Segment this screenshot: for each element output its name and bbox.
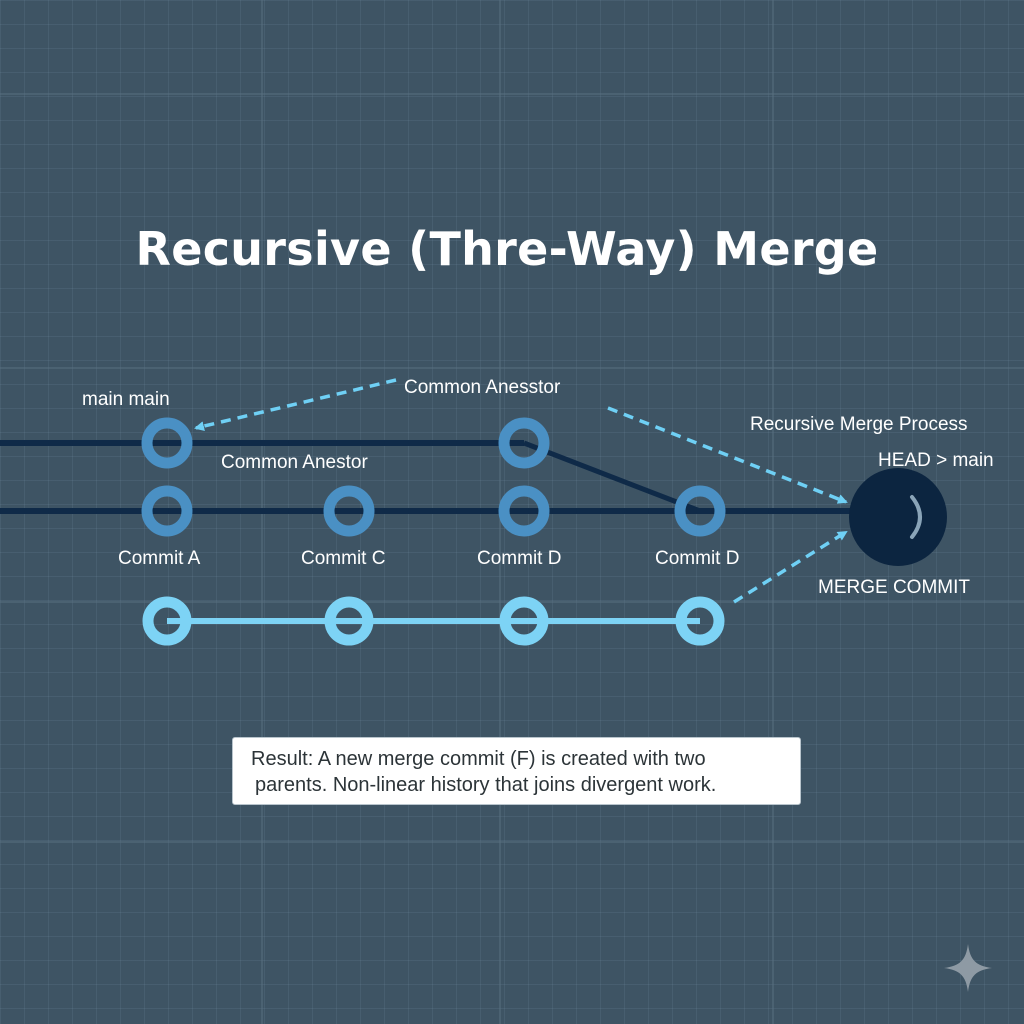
feature-commit-node[interactable] [675, 596, 725, 646]
commit-d-label-2: Commit D [655, 548, 740, 569]
commit-node[interactable] [141, 417, 193, 469]
commit-node[interactable] [498, 417, 550, 469]
page-title: Recursive (Thre-Way) Merge [135, 222, 879, 276]
commit-node[interactable] [498, 485, 550, 537]
feature-commit-node[interactable] [142, 596, 192, 646]
feature-merge-arrow [733, 530, 848, 604]
commit-node[interactable] [141, 485, 193, 537]
feature-commit-node[interactable] [324, 596, 374, 646]
main-branch-label: main main [82, 389, 170, 410]
recursive-merge-process-label: Recursive Merge Process [750, 414, 968, 435]
commit-c-label: Commit C [301, 548, 386, 569]
merge-node-highlight [910, 495, 922, 539]
common-ancestor-arrow [194, 378, 397, 431]
commit-node[interactable] [674, 485, 726, 537]
common-ancestor-label: Common Anestor [221, 452, 368, 473]
result-line-1: Result: A new merge commit (F) is create… [251, 748, 706, 770]
result-line-2: parents. Non-linear history that joins d… [255, 774, 717, 796]
common-ancestor-label-top: Common Anesstor [404, 377, 561, 398]
commit-d-label: Commit D [477, 548, 562, 569]
sparkle-icon [944, 944, 992, 992]
merge-process-arrow [607, 406, 848, 504]
merge-commit-label: MERGE COMMIT [818, 577, 970, 598]
branch-diagonal-line [523, 440, 701, 514]
merge-commit-node[interactable] [849, 468, 947, 566]
feature-commit-node[interactable] [499, 596, 549, 646]
sparkle-icon [944, 944, 992, 992]
result-callout: Result: A new merge commit (F) is create… [232, 737, 801, 805]
head-main-label: HEAD > main [878, 450, 994, 471]
commit-a-label: Commit A [118, 548, 201, 569]
commit-node[interactable] [323, 485, 375, 537]
